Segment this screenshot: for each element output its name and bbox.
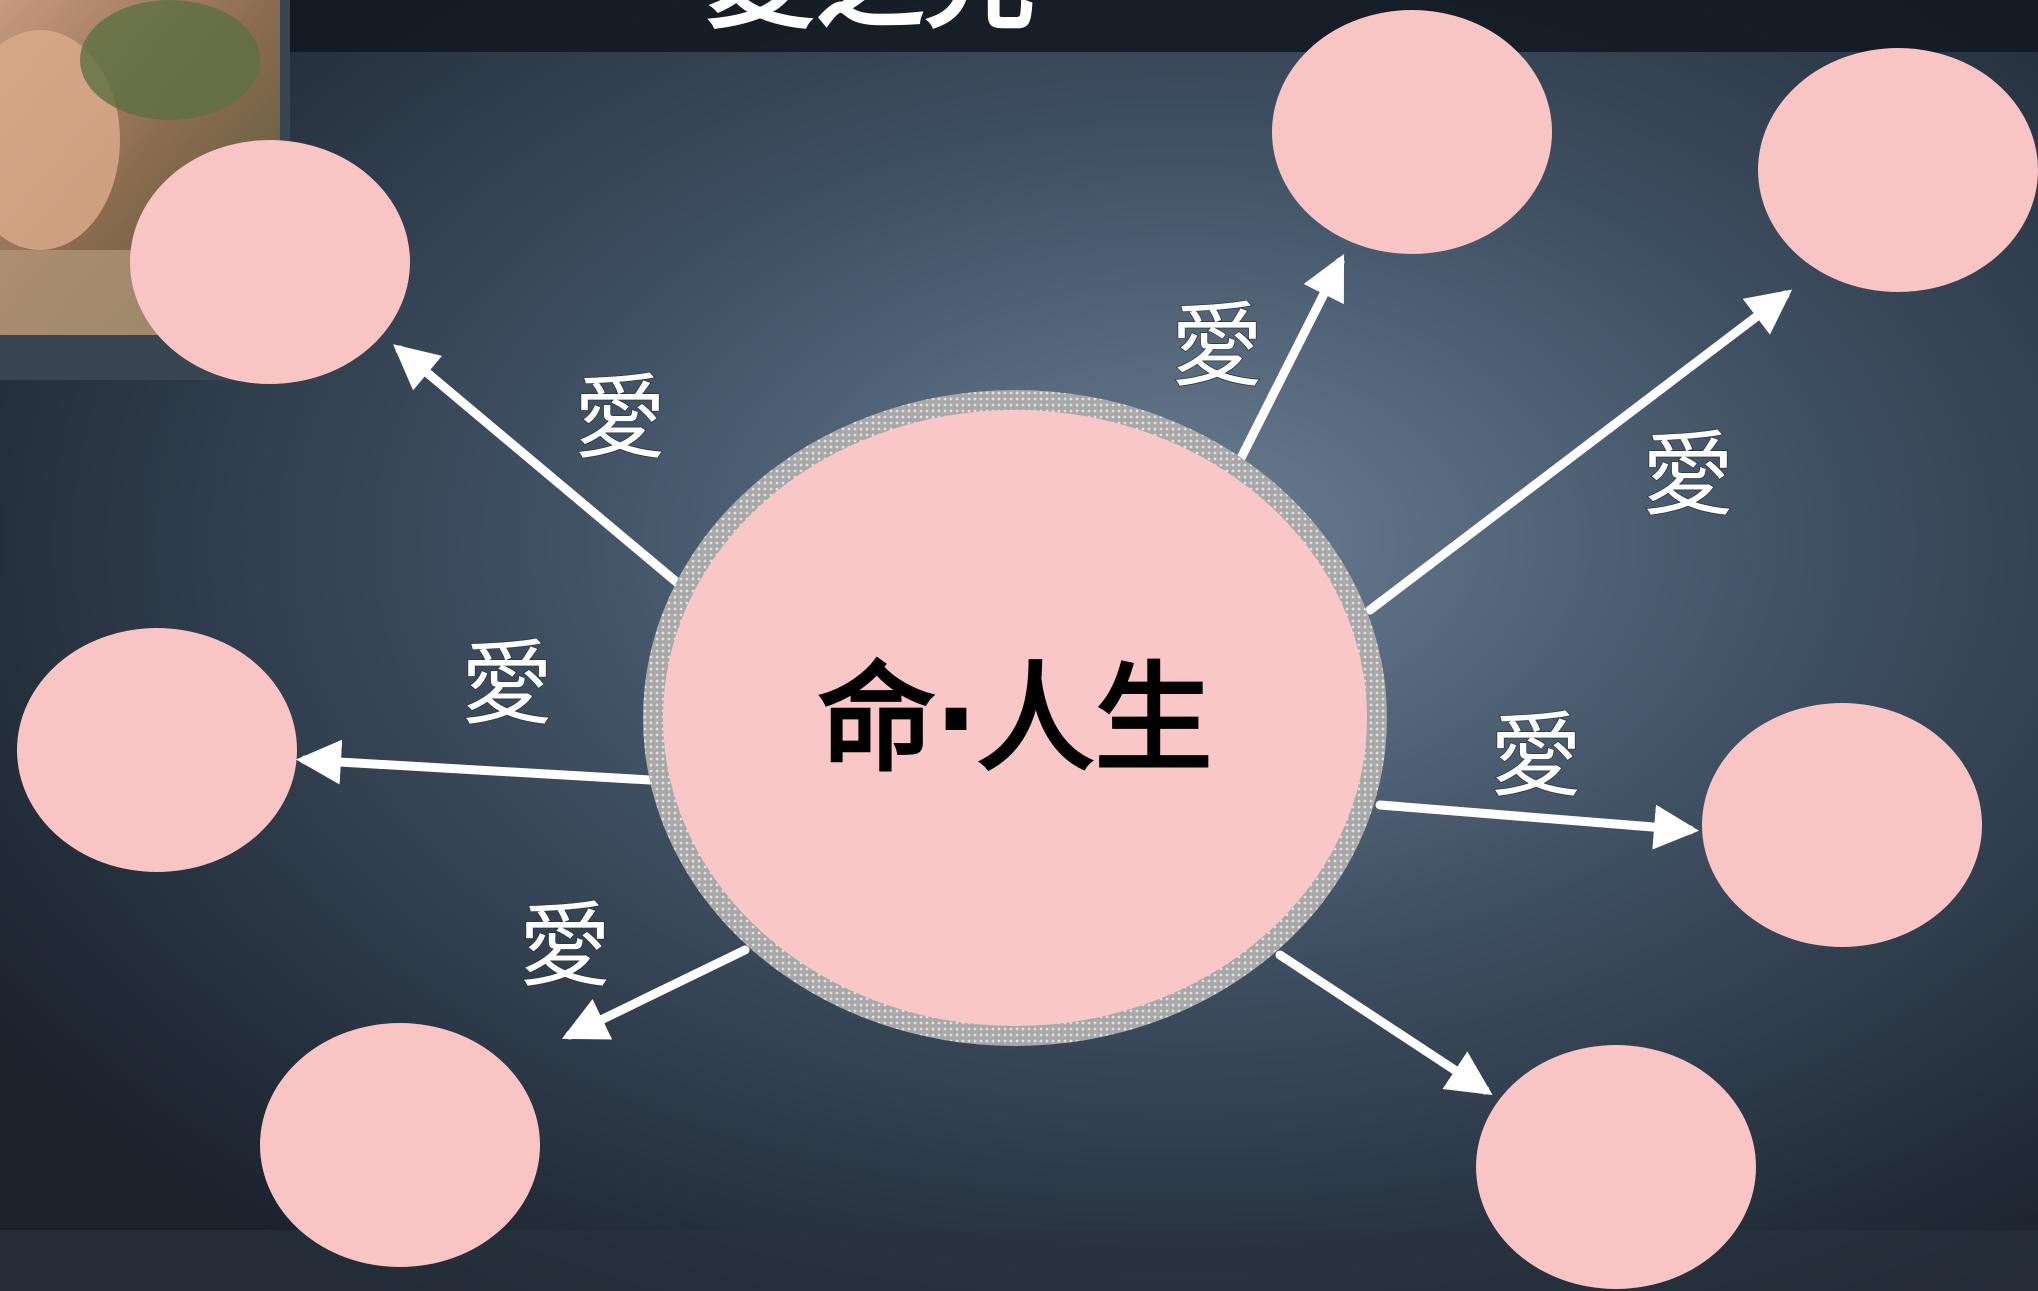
branch-label-left: 愛 <box>461 631 553 738</box>
arrow-top-left <box>393 344 685 590</box>
branch-label-right: 愛 <box>1490 703 1582 810</box>
arrow-left <box>296 739 655 785</box>
background-floor <box>0 1230 2038 1291</box>
node-top-center <box>1272 10 1552 254</box>
node-bottom-left <box>260 1023 540 1267</box>
branch-label-bottom-left: 愛 <box>519 893 611 1000</box>
arrow-top-right <box>1365 289 1793 615</box>
branch-label-top-right: 愛 <box>1642 422 1734 529</box>
arrows-group <box>296 253 1793 1095</box>
node-top-left <box>130 140 410 384</box>
node-left <box>17 628 297 872</box>
node-bottom-right <box>1476 1045 1756 1289</box>
node-right <box>1702 703 1982 947</box>
branch-label-top-left: 愛 <box>574 365 666 472</box>
branch-label-top-center: 愛 <box>1171 293 1263 400</box>
background-top-band <box>0 0 2038 52</box>
arrow-right <box>1375 800 1699 850</box>
arrow-bottom-left <box>561 945 750 1040</box>
arrow-top-center <box>1235 253 1345 465</box>
slide-title: 愛之光 <box>705 0 1035 44</box>
center-label: 命‧人生 <box>817 650 1212 788</box>
arrow-bottom-right <box>1275 950 1493 1095</box>
outer-nodes <box>17 10 2038 1289</box>
node-top-right <box>1758 48 2038 292</box>
branch-labels: 愛 愛 愛 愛 愛 愛 <box>460 292 1735 1001</box>
center-node: 命‧人生 <box>643 390 1387 1046</box>
